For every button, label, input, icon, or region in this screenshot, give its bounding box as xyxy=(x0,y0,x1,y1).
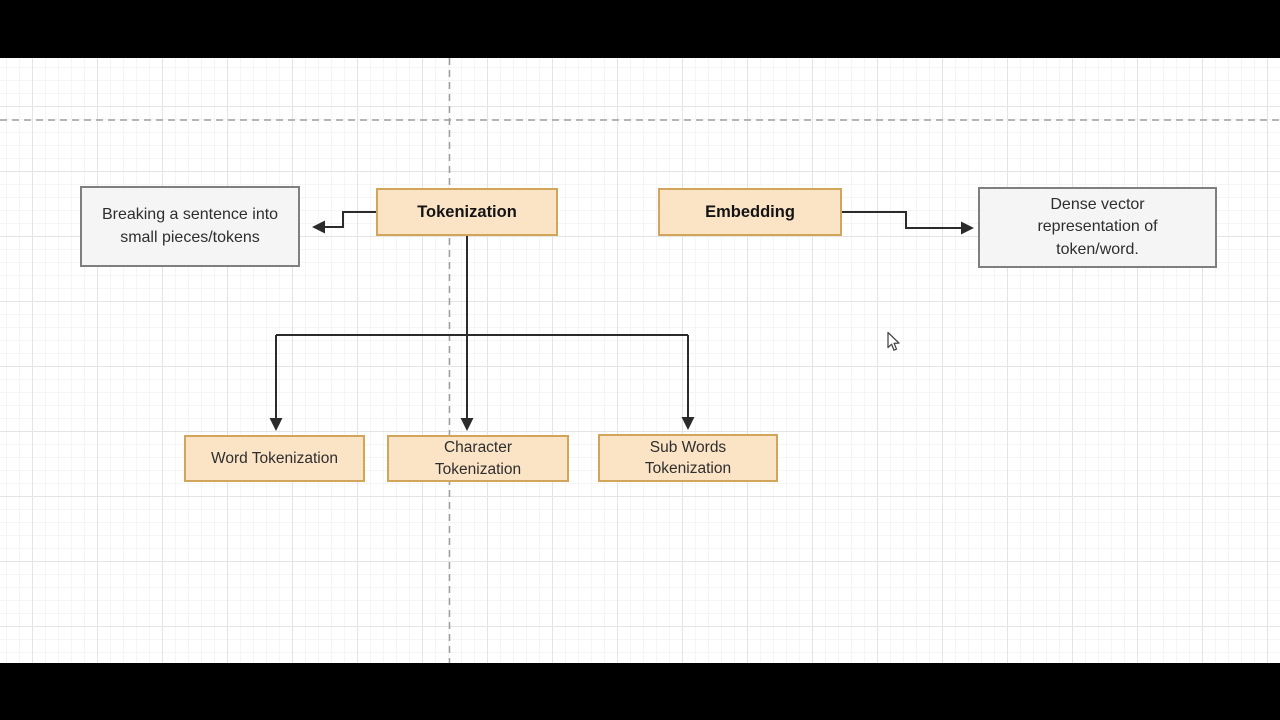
node-tokenization[interactable]: Tokenization xyxy=(376,188,558,236)
node-label: Tokenization xyxy=(417,202,517,221)
node-breaking-sentence[interactable]: Breaking a sentence into small pieces/to… xyxy=(80,186,300,267)
node-character-tokenization[interactable]: Character Tokenization xyxy=(387,435,569,482)
letterbox-bottom xyxy=(0,663,1280,720)
node-embedding[interactable]: Embedding xyxy=(658,188,842,236)
node-label: Word Tokenization xyxy=(211,449,338,467)
node-label-line: Tokenization xyxy=(434,460,522,478)
mouse-cursor-icon xyxy=(887,331,900,351)
node-label-line: Sub Words xyxy=(649,438,727,456)
node-label-line: Dense vector xyxy=(1050,196,1145,214)
connectors-layer xyxy=(0,58,1280,663)
node-label-line: representation of xyxy=(1037,218,1158,236)
node-label-line: Breaking a sentence into xyxy=(101,206,279,224)
node-label: Embedding xyxy=(705,202,795,221)
node-label-line: Character xyxy=(443,439,513,457)
node-subwords-tokenization[interactable]: Sub Words Tokenization xyxy=(598,434,778,482)
letterbox-top xyxy=(0,0,1280,58)
node-label-line: token/word. xyxy=(1056,240,1139,258)
node-word-tokenization[interactable]: Word Tokenization xyxy=(184,435,365,482)
node-label-line: small pieces/tokens xyxy=(120,228,260,246)
edge-embedding-to-dense[interactable] xyxy=(842,211,974,235)
node-label-line: Tokenization xyxy=(644,460,732,477)
node-dense-vector[interactable]: Dense vector representation of token/wor… xyxy=(978,187,1217,268)
edge-tokenization-to-breaking[interactable] xyxy=(312,211,376,234)
diagram-canvas[interactable]: Breaking a sentence into small pieces/to… xyxy=(0,58,1280,663)
